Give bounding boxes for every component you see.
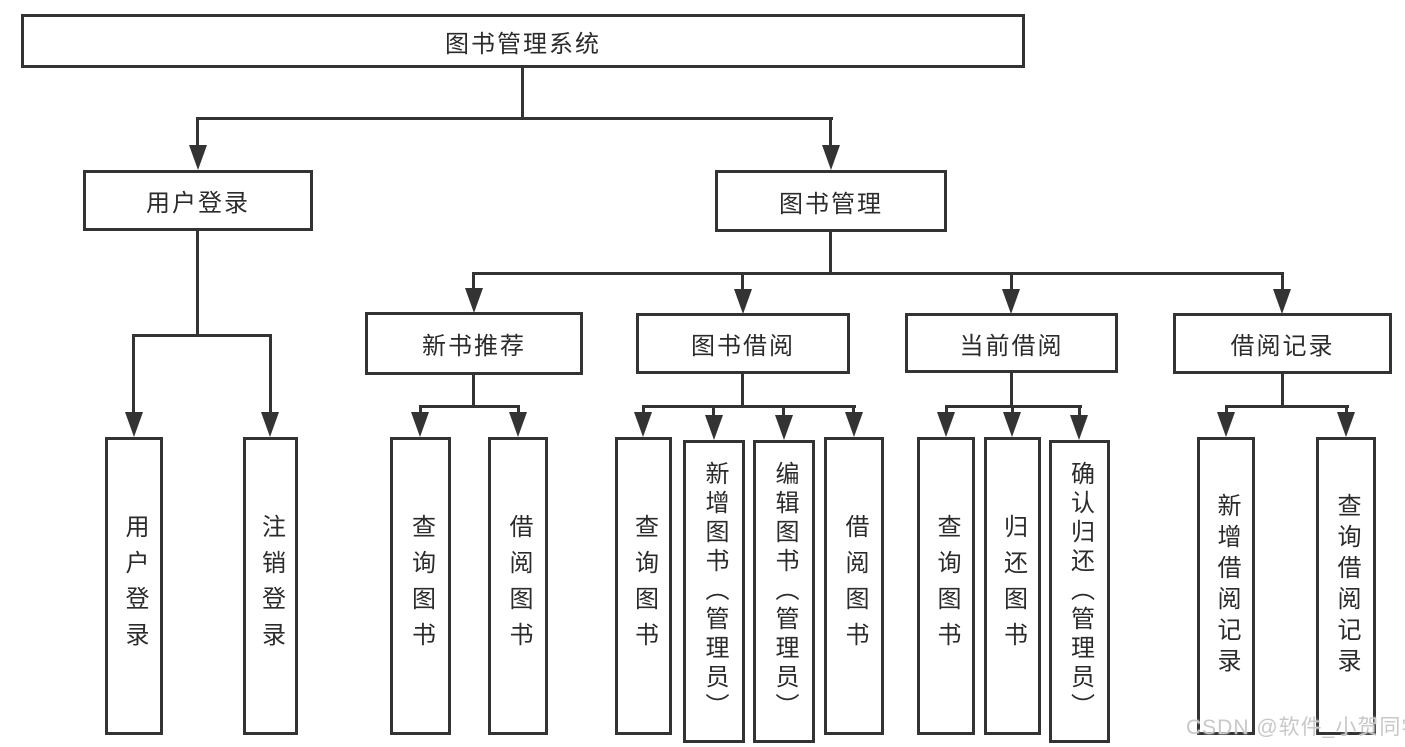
connector-line [196, 117, 833, 120]
arrowhead-icon [261, 412, 279, 437]
leaf-borrow-books: 借阅图书 [824, 437, 884, 735]
leaf-confirm-return-admin: 确认归还（管理员） [1049, 440, 1110, 743]
leaf-label: 用户登录 [121, 514, 148, 658]
leaf-label: 查询图书 [630, 514, 658, 658]
connector-line [1281, 374, 1284, 408]
leaf-label: 编辑图书（管理员） [771, 461, 798, 722]
leaf-query-books-recommend: 查询图书 [390, 437, 451, 735]
arrowhead-icon [465, 288, 483, 313]
connector-line [741, 272, 744, 290]
leaf-label: 查询图书 [407, 514, 435, 658]
connector-line [132, 334, 135, 414]
connector-line [269, 334, 272, 414]
connector-line [521, 68, 524, 119]
connector-line [1010, 272, 1013, 290]
connector-line [1281, 272, 1284, 290]
leaf-label: 借阅图书 [841, 514, 868, 658]
connector-line [196, 117, 199, 149]
node-current-borrowing: 当前借阅 [905, 313, 1118, 373]
leaf-add-books-admin: 新增图书（管理员） [683, 440, 745, 743]
connector-line [1010, 373, 1013, 408]
leaf-label: 查询图书 [933, 514, 960, 658]
leaf-label: 查询借阅记录 [1333, 493, 1360, 679]
connector-line [1225, 405, 1349, 408]
leaf-query-books-current: 查询图书 [917, 437, 975, 735]
leaf-edit-books-admin: 编辑图书（管理员） [753, 440, 815, 743]
leaf-query-books-borrow: 查询图书 [615, 437, 672, 735]
connector-line [642, 405, 645, 415]
leaf-query-borrow-record: 查询借阅记录 [1316, 437, 1376, 735]
arrowhead-icon [845, 412, 863, 437]
arrowhead-icon [634, 412, 652, 437]
connector-line [642, 405, 856, 408]
leaf-user-login: 用户登录 [105, 437, 163, 735]
connector-line [1225, 405, 1228, 415]
arrowhead-icon [937, 412, 955, 437]
leaf-add-borrow-record: 新增借阅记录 [1197, 437, 1255, 735]
arrowhead-icon [1337, 412, 1355, 437]
node-library-management-system: 图书管理系统 [21, 14, 1025, 68]
connector-line [945, 405, 948, 415]
connector-line [829, 117, 832, 149]
connector-line [472, 272, 1284, 275]
leaf-label: 归还图书 [999, 514, 1027, 658]
arrowhead-icon [1217, 412, 1235, 437]
arrowhead-icon [1273, 289, 1291, 314]
arrowhead-icon [509, 412, 527, 437]
connector-line [419, 405, 520, 408]
arrowhead-icon [1003, 412, 1021, 437]
connector-line [1345, 405, 1348, 415]
connector-line [782, 405, 785, 417]
connector-line [419, 405, 422, 415]
connector-line [517, 405, 520, 415]
arrowhead-icon [1070, 415, 1088, 440]
leaf-return-books: 归还图书 [984, 437, 1041, 735]
node-book-borrowing: 图书借阅 [636, 313, 850, 374]
connector-line [741, 374, 744, 408]
connector-line [829, 230, 832, 274]
leaf-label: 借阅图书 [505, 514, 532, 658]
connector-line [712, 405, 715, 417]
arrowhead-icon [734, 289, 752, 314]
connector-line [132, 334, 272, 337]
leaf-label: 注销登录 [257, 514, 285, 658]
connector-line [852, 405, 855, 415]
connector-line [196, 229, 199, 336]
node-borrowing-records: 借阅记录 [1173, 313, 1392, 374]
leaf-label: 确认归还（管理员） [1066, 461, 1094, 722]
node-new-book-recommendation: 新书推荐 [365, 312, 583, 375]
node-user-login: 用户登录 [83, 170, 313, 231]
node-book-management: 图书管理 [715, 170, 947, 232]
arrowhead-icon [189, 145, 207, 170]
arrowhead-icon [125, 412, 143, 437]
leaf-label: 新增图书（管理员） [701, 461, 728, 722]
arrowhead-icon [775, 415, 793, 440]
csdn-watermark: CSDN @软件_小贺同学 [1186, 716, 1405, 739]
leaf-borrow-books-recommend: 借阅图书 [488, 437, 548, 735]
arrowhead-icon [411, 412, 429, 437]
connector-line [1011, 405, 1014, 415]
leaf-label: 新增借阅记录 [1213, 493, 1240, 679]
connector-line [472, 272, 475, 290]
connector-line [472, 375, 475, 408]
connector-line [1078, 405, 1081, 417]
arrowhead-icon [822, 145, 840, 170]
arrowhead-icon [705, 415, 723, 440]
leaf-logout: 注销登录 [243, 437, 298, 735]
arrowhead-icon [1002, 289, 1020, 314]
